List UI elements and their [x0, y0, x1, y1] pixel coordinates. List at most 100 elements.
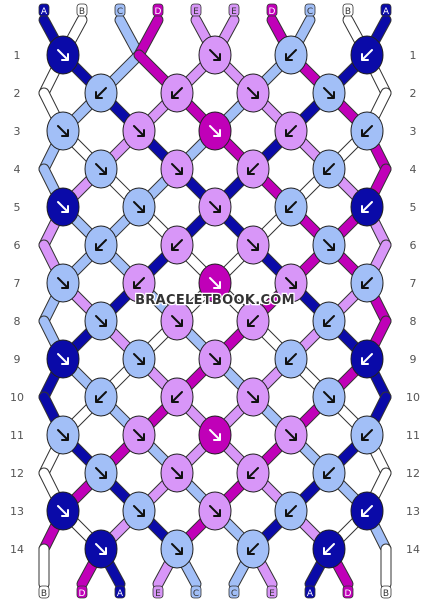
knot[interactable]	[198, 415, 232, 455]
top-thread-label: A	[41, 7, 48, 17]
knot[interactable]	[236, 225, 270, 265]
knot[interactable]	[122, 263, 156, 303]
knot[interactable]	[350, 111, 384, 151]
top-thread-label: E	[193, 7, 199, 17]
knot[interactable]	[46, 263, 80, 303]
row-number-right: 2	[410, 87, 417, 100]
knot[interactable]	[312, 149, 346, 189]
knot[interactable]	[160, 453, 194, 493]
knot[interactable]	[160, 529, 194, 569]
bottom-thread-label: E	[269, 589, 275, 599]
top-thread-tip	[114, 3, 126, 17]
knot[interactable]	[236, 453, 270, 493]
knot[interactable]	[236, 377, 270, 417]
knot[interactable]	[236, 529, 270, 569]
knot[interactable]	[274, 35, 308, 75]
arrow-down-right-icon	[171, 163, 183, 175]
knot[interactable]	[84, 149, 118, 189]
arrow-down-right-icon	[285, 429, 297, 441]
knot[interactable]	[198, 339, 232, 379]
knot[interactable]	[350, 187, 384, 227]
row-number-right: 14	[406, 543, 420, 556]
row-number-right: 3	[410, 125, 417, 138]
top-thread-label: A	[383, 7, 390, 17]
knot[interactable]	[312, 225, 346, 265]
arrow-down-left-icon	[95, 239, 107, 251]
arrow-down-right-icon	[209, 277, 221, 289]
knot[interactable]	[122, 339, 156, 379]
row-number-left: 13	[10, 505, 24, 518]
top-thread-tip	[380, 3, 392, 17]
knot[interactable]	[312, 453, 346, 493]
arrow-down-left-icon	[361, 429, 373, 441]
knot[interactable]	[350, 491, 384, 531]
knot[interactable]	[84, 453, 118, 493]
knot[interactable]	[160, 149, 194, 189]
knot[interactable]	[274, 111, 308, 151]
row-number-left: 6	[14, 239, 21, 252]
knot[interactable]	[312, 73, 346, 113]
arrow-down-right-icon	[95, 163, 107, 175]
arrow-down-right-icon	[57, 429, 69, 441]
arrow-down-left-icon	[323, 163, 335, 175]
knot[interactable]	[122, 187, 156, 227]
arrow-down-right-icon	[247, 239, 259, 251]
knot[interactable]	[274, 263, 308, 303]
arrow-down-right-icon	[57, 49, 69, 61]
knot[interactable]	[350, 339, 384, 379]
knot[interactable]	[46, 111, 80, 151]
knot[interactable]	[274, 339, 308, 379]
knot[interactable]	[46, 187, 80, 227]
row-number-left: 7	[14, 277, 21, 290]
knot[interactable]	[274, 491, 308, 531]
knot[interactable]	[160, 301, 194, 341]
knot[interactable]	[198, 187, 232, 227]
knot[interactable]	[350, 415, 384, 455]
knot[interactable]	[84, 529, 118, 569]
arrow-down-left-icon	[171, 87, 183, 99]
knot[interactable]	[350, 35, 384, 75]
row-number-left: 14	[10, 543, 24, 556]
knot[interactable]	[312, 529, 346, 569]
knot[interactable]	[160, 73, 194, 113]
knot[interactable]	[274, 187, 308, 227]
knot[interactable]	[198, 35, 232, 75]
knot[interactable]	[46, 415, 80, 455]
knot[interactable]	[84, 377, 118, 417]
knot[interactable]	[122, 491, 156, 531]
arrow-down-left-icon	[95, 391, 107, 403]
knot[interactable]	[236, 149, 270, 189]
knot[interactable]	[160, 225, 194, 265]
knot[interactable]	[46, 491, 80, 531]
knot[interactable]	[122, 415, 156, 455]
knot[interactable]	[84, 225, 118, 265]
arrow-down-right-icon	[57, 353, 69, 365]
top-thread-tip	[228, 3, 240, 17]
knot[interactable]	[160, 377, 194, 417]
arrow-down-left-icon	[247, 467, 259, 479]
knot[interactable]	[122, 111, 156, 151]
arrow-down-right-icon	[247, 87, 259, 99]
knot[interactable]	[350, 263, 384, 303]
knot[interactable]	[312, 301, 346, 341]
arrow-down-right-icon	[209, 201, 221, 213]
knot[interactable]	[84, 73, 118, 113]
knot[interactable]	[84, 301, 118, 341]
knot[interactable]	[198, 111, 232, 151]
knot[interactable]	[46, 339, 80, 379]
knot[interactable]	[274, 415, 308, 455]
knot[interactable]	[236, 73, 270, 113]
knot[interactable]	[198, 491, 232, 531]
row-number-right: 6	[410, 239, 417, 252]
knot[interactable]	[236, 301, 270, 341]
watermark-text: BRACELETBOOK.COM	[135, 293, 295, 308]
bottom-thread-tip	[152, 585, 164, 599]
row-number-left: 1	[14, 49, 21, 62]
arrow-down-left-icon	[361, 353, 373, 365]
knot[interactable]	[46, 35, 80, 75]
knot[interactable]	[312, 377, 346, 417]
top-thread-label: E	[231, 7, 237, 17]
knot[interactable]	[198, 263, 232, 303]
arrow-down-right-icon	[323, 391, 335, 403]
